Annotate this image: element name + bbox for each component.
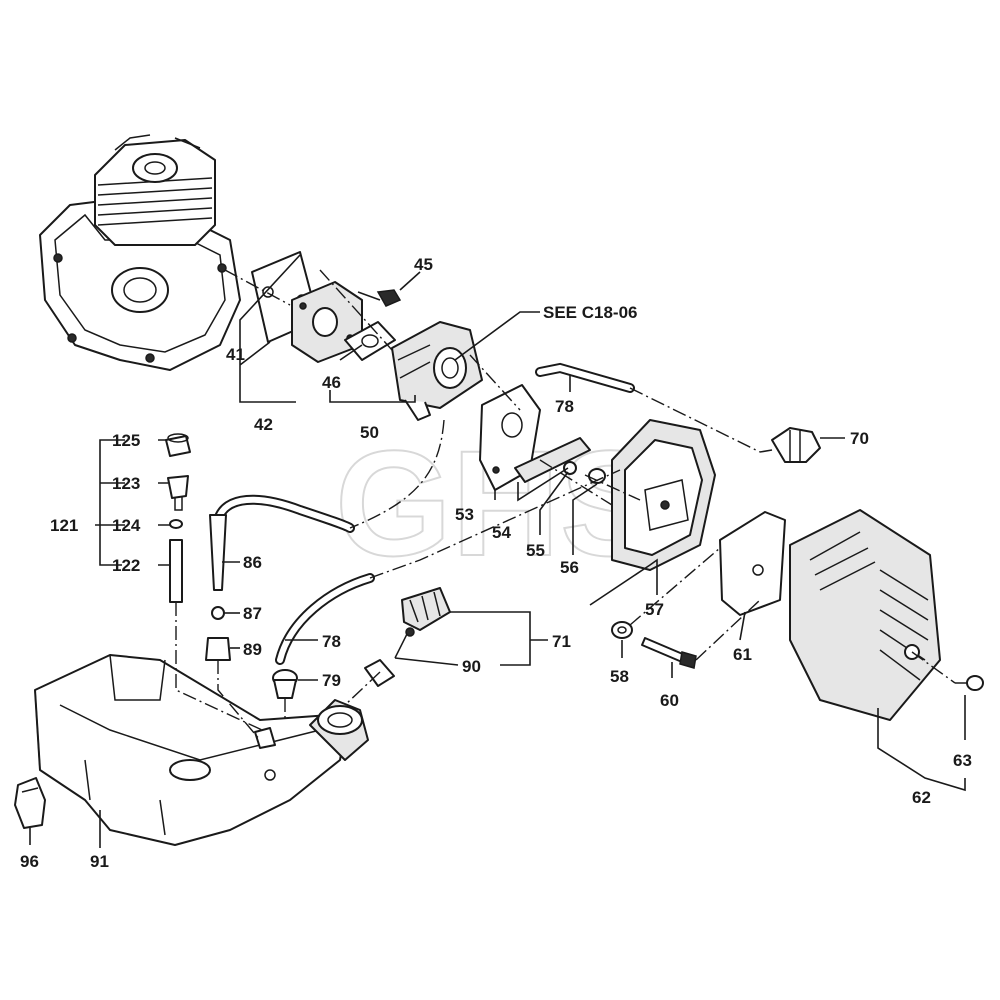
label-79: 79: [322, 671, 341, 690]
carburetor: [391, 321, 483, 421]
label-90: 90: [462, 657, 481, 676]
part-122-pipe: [169, 539, 183, 603]
part-62-cover: [789, 509, 941, 721]
part-71-fuel-cap: [401, 587, 451, 631]
label-56: 56: [560, 558, 579, 577]
part-86-fuel-hose: [209, 494, 355, 591]
label-55: 55: [526, 541, 545, 560]
label-78-lower: 78: [322, 632, 341, 651]
part-57-air-cleaner-base: [611, 419, 716, 571]
part-123-valve: [167, 475, 189, 511]
label-45: 45: [414, 255, 433, 274]
part-78-fuel-line-lower: [275, 573, 375, 665]
part-58-washer: [611, 621, 633, 639]
part-70-primer-bulb: [759, 427, 821, 463]
label-124: 124: [112, 516, 141, 535]
part-124-ring: [169, 519, 183, 529]
label-123: 123: [112, 474, 140, 493]
part-46-gasket: [344, 321, 396, 361]
label-70: 70: [850, 429, 869, 448]
label-89: 89: [243, 640, 262, 659]
part-87-clip: [211, 606, 225, 620]
label-see-c18-06: SEE C18-06: [543, 303, 638, 322]
label-96: 96: [20, 852, 39, 871]
part-91-fuel-tank: [34, 654, 369, 846]
part-61-filter: [719, 511, 786, 616]
label-91: 91: [90, 852, 109, 871]
label-58: 58: [610, 667, 629, 686]
part-45-bolt: [357, 289, 402, 307]
part-63-screw: [955, 675, 984, 691]
part-42-intake: [291, 281, 363, 363]
label-125: 125: [112, 431, 140, 450]
part-89-filter: [205, 637, 231, 661]
part-90-cap-filter: [364, 627, 415, 687]
label-54: 54: [492, 523, 511, 542]
label-121: 121: [50, 516, 78, 535]
label-63: 63: [953, 751, 972, 770]
label-122: 122: [112, 556, 140, 575]
label-46: 46: [322, 373, 341, 392]
part-54-bracket: [514, 437, 591, 483]
engine-crankcase: [39, 134, 241, 371]
label-57: 57: [645, 600, 664, 619]
label-78-upper: 78: [555, 397, 574, 416]
part-60-bolt: [641, 637, 697, 669]
label-42: 42: [254, 415, 273, 434]
label-87: 87: [243, 604, 262, 623]
label-53: 53: [455, 505, 474, 524]
label-86: 86: [243, 553, 262, 572]
label-61: 61: [733, 645, 752, 664]
part-56-collar: [588, 468, 606, 484]
part-96-damper: [14, 777, 46, 829]
part-78-fuel-line-upper: [535, 362, 635, 393]
part-55-washer: [563, 461, 577, 475]
label-71: 71: [552, 632, 571, 651]
label-41: 41: [226, 345, 245, 364]
label-62: 62: [912, 788, 931, 807]
part-79-grommet: [272, 669, 298, 699]
part-125-cap: [165, 433, 191, 457]
label-60: 60: [660, 691, 679, 710]
label-50: 50: [360, 423, 379, 442]
